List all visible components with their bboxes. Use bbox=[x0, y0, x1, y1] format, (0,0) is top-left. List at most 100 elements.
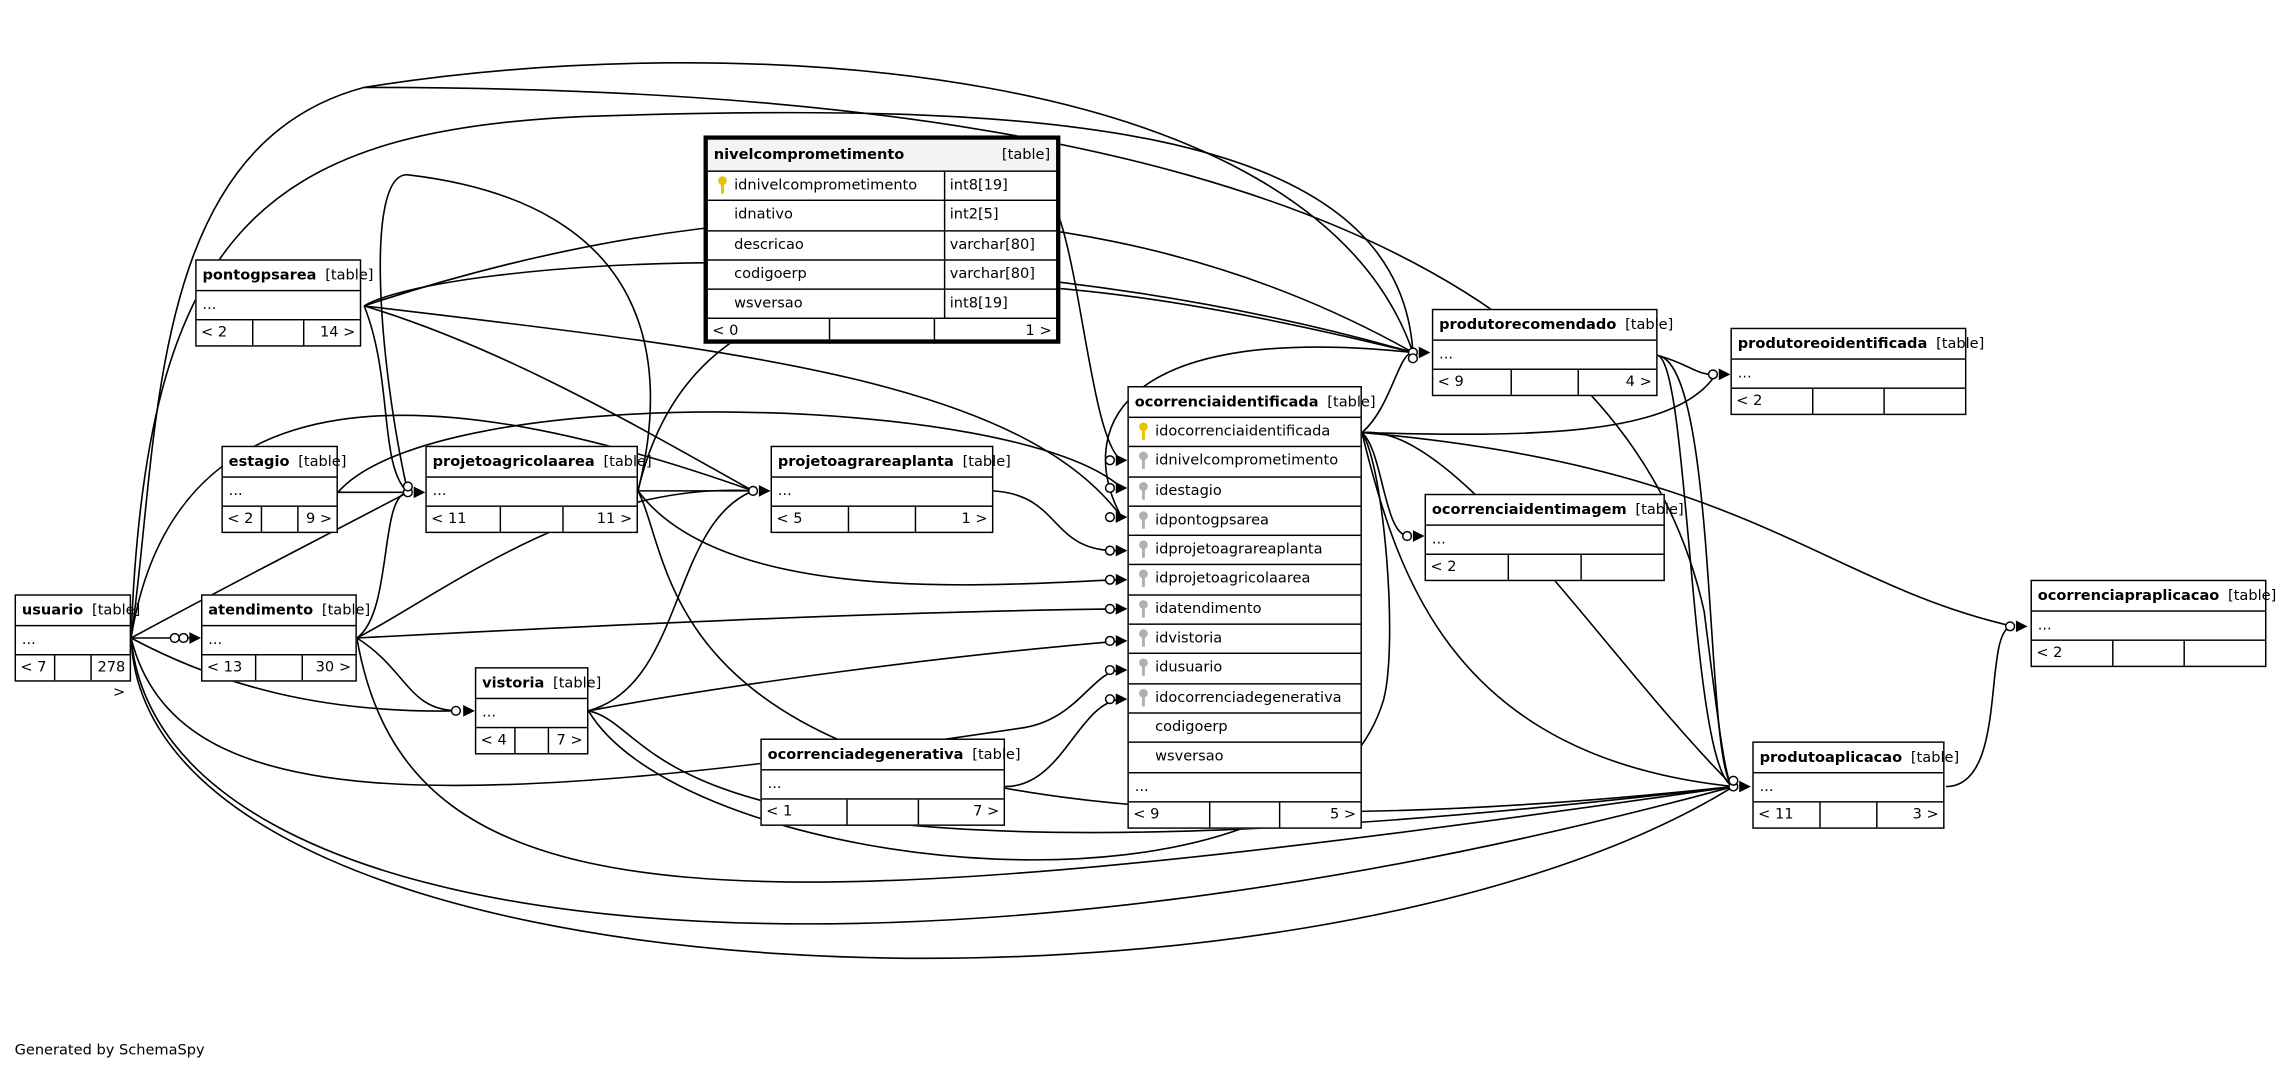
column-row[interactable]: idpontogpsarea bbox=[1128, 507, 1361, 537]
column-row[interactable]: wsversao bbox=[1128, 743, 1361, 773]
column-row[interactable]: idnativo int2[5] bbox=[707, 201, 1057, 232]
table-name: ocorrenciapraplicacao bbox=[2037, 587, 2220, 604]
table-header: estagio[table] bbox=[222, 447, 346, 478]
children-count[interactable] bbox=[2184, 641, 2265, 666]
parents-count[interactable]: < 9 bbox=[1129, 801, 1211, 827]
parents-count[interactable]: < 2 bbox=[223, 506, 263, 532]
foreign-key-icon bbox=[1139, 540, 1148, 559]
table-header: produtoreoidentificada[table] bbox=[1731, 329, 1984, 360]
primary-key-icon bbox=[1139, 422, 1148, 440]
parents-count[interactable]: < 2 bbox=[1426, 554, 1510, 580]
parents-count[interactable]: < 5 bbox=[772, 506, 850, 532]
table-footer: < 2 bbox=[1426, 554, 1663, 580]
edge-projetoagricolaarea-up bbox=[379, 173, 652, 493]
generated-by-label: Generated by SchemaSpy bbox=[14, 1042, 205, 1059]
footer-middle bbox=[1814, 388, 1885, 414]
table-footer: < 11 3 > bbox=[1754, 802, 1943, 828]
table-ocorrenciaidentimagem[interactable]: ocorrenciaidentimagem[table] ... < 2 bbox=[1424, 493, 1684, 582]
table-header: projetoagrareaplanta[table] bbox=[771, 447, 1011, 478]
parents-count[interactable]: < 11 bbox=[427, 506, 501, 532]
children-count[interactable]: 30 > bbox=[315, 659, 352, 676]
children-count[interactable]: 11 > bbox=[596, 511, 633, 528]
parents-count[interactable]: < 2 bbox=[2032, 640, 2115, 666]
children-count[interactable]: 1 > bbox=[961, 511, 988, 528]
children-count[interactable]: 7 > bbox=[556, 732, 583, 749]
table-tag: [table] bbox=[1910, 749, 1960, 766]
children-count[interactable]: 278 > bbox=[97, 659, 126, 701]
column-row[interactable]: idatendimento bbox=[1128, 595, 1361, 625]
table-header: produtorecomendado[table] bbox=[1433, 310, 1673, 341]
table-name: pontogpsarea bbox=[202, 267, 317, 284]
table-ocorrenciaidentificada[interactable]: ocorrenciaidentificada[table] idocorrenc… bbox=[1127, 385, 1376, 829]
column-row[interactable]: idestagio bbox=[1128, 477, 1361, 507]
table-name: ocorrenciaidentimagem bbox=[1431, 501, 1627, 518]
children-count[interactable] bbox=[1884, 389, 1965, 414]
parents-count[interactable]: < 4 bbox=[476, 728, 516, 754]
column-row[interactable]: idprojetoagrareaplanta bbox=[1128, 536, 1361, 566]
column-name: descricao bbox=[734, 236, 804, 253]
table-header: usuario[table] bbox=[16, 596, 140, 627]
table-footer: < 7 278 > bbox=[16, 655, 130, 701]
column-row[interactable]: codigoerp bbox=[1128, 714, 1361, 744]
column-row[interactable]: idnivelcomprometimento bbox=[1128, 448, 1361, 478]
column-row[interactable]: idvistoria bbox=[1128, 625, 1361, 655]
column-row[interactable]: idprojetoagricolaarea bbox=[1128, 566, 1361, 596]
table-nivelcomprometimento[interactable]: nivelcomprometimento [table] idnivelcomp… bbox=[703, 135, 1061, 345]
table-footer: < 9 4 > bbox=[1433, 369, 1656, 395]
edge-estagio-ocorrencia bbox=[337, 411, 1123, 493]
parents-count[interactable]: < 13 bbox=[202, 655, 257, 681]
children-count[interactable]: 3 > bbox=[1912, 806, 1939, 823]
column-name: idprojetoagricolaarea bbox=[1129, 566, 1361, 594]
edge-usuario-vistoria bbox=[130, 637, 459, 712]
edge-atendimento-vistoria bbox=[356, 637, 459, 712]
table-name: atendimento bbox=[208, 602, 314, 619]
children-count[interactable]: 9 > bbox=[305, 511, 333, 528]
edge-produtorecomendado-produtoaplicacao bbox=[1657, 354, 1734, 788]
table-tag: [table] bbox=[1625, 316, 1674, 333]
footer-middle bbox=[1510, 554, 1582, 580]
column-row[interactable]: wsversao int8[19] bbox=[707, 290, 1057, 320]
table-ocorrenciapraplicacao[interactable]: ocorrenciapraplicacao[table] ... < 2 bbox=[2030, 579, 2276, 668]
column-row[interactable]: codigoerp varchar[80] bbox=[707, 260, 1057, 291]
table-produtoreoidentificada[interactable]: produtoreoidentificada[table] ... < 2 bbox=[1730, 327, 1984, 416]
table-header: nivelcomprometimento [table] bbox=[707, 139, 1057, 172]
children-count[interactable]: 4 > bbox=[1625, 374, 1652, 391]
parents-count[interactable]: < 9 bbox=[1433, 369, 1512, 395]
column-name: codigoerp bbox=[1155, 719, 1228, 736]
children-count[interactable] bbox=[1581, 555, 1663, 580]
column-row[interactable]: descricao varchar[80] bbox=[707, 231, 1057, 261]
column-row[interactable]: idusuario bbox=[1128, 655, 1361, 685]
parents-count[interactable]: < 2 bbox=[197, 320, 255, 346]
children-count[interactable]: 5 > bbox=[1329, 806, 1357, 823]
children-count[interactable]: 7 > bbox=[973, 804, 1000, 821]
column-row[interactable]: idocorrenciadegenerativa bbox=[1128, 684, 1361, 714]
edge-produtorecomendado-produtoaplicacao2 bbox=[1657, 354, 1734, 788]
table-tag: [table] bbox=[2228, 587, 2277, 604]
parents-count[interactable]: < 0 bbox=[708, 319, 831, 345]
column-row[interactable]: idocorrenciaidentificada bbox=[1128, 418, 1361, 448]
children-count[interactable]: 1 > bbox=[1025, 324, 1052, 341]
parents-count[interactable]: < 7 bbox=[16, 655, 57, 681]
children-count[interactable]: 14 > bbox=[320, 324, 356, 341]
column-row[interactable]: idnivelcomprometimento int8[19] bbox=[707, 171, 1057, 202]
parents-count[interactable]: < 11 bbox=[1754, 802, 1821, 828]
table-tag: [table] bbox=[1327, 394, 1376, 411]
table-tag: [table] bbox=[92, 602, 141, 619]
edge-vistoria-ocorrencia bbox=[588, 640, 1122, 712]
parents-count[interactable]: < 1 bbox=[762, 799, 848, 825]
table-header: produtoaplicacao[table] bbox=[1753, 743, 1959, 774]
parents-count[interactable]: < 2 bbox=[1732, 388, 1815, 414]
table-header: projetoagricolaarea[table] bbox=[426, 447, 652, 478]
footer-middle bbox=[1512, 369, 1580, 395]
